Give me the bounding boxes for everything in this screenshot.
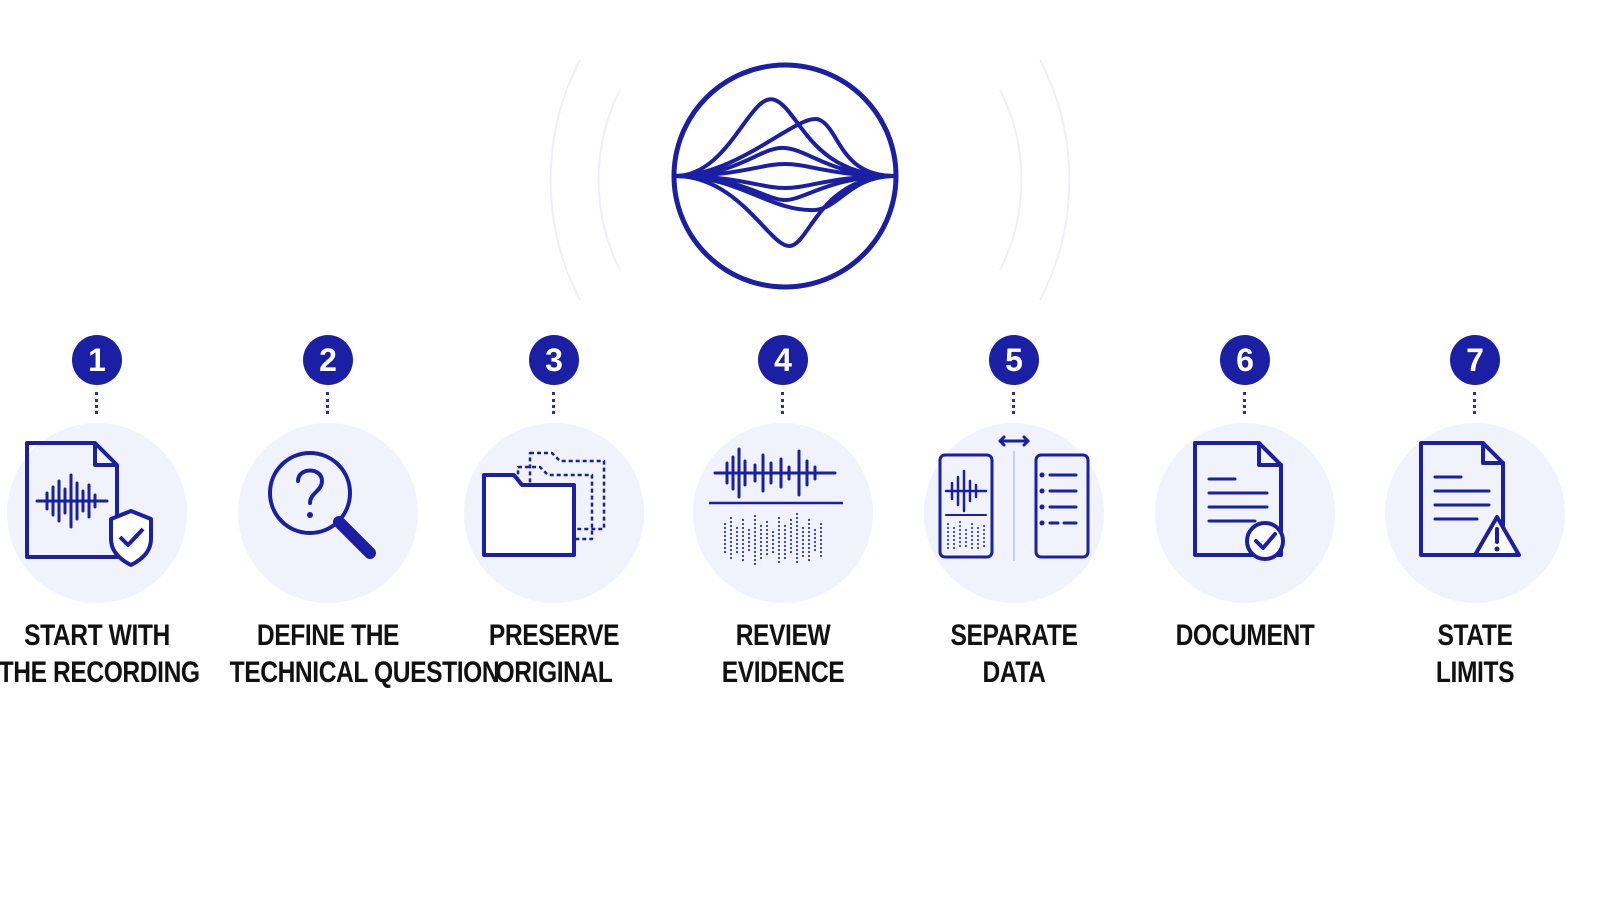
- step-number-badge: 4: [758, 335, 808, 385]
- step-number-badge: 1: [72, 335, 122, 385]
- step-label: DEFINE THE TECHNICAL QUESTION: [229, 617, 500, 691]
- step-4: 4: [663, 335, 903, 735]
- connector-dots: [95, 392, 101, 414]
- step-6: 6 DOCUMENT: [1125, 335, 1365, 735]
- step-label-line2: ORIGINAL: [495, 656, 613, 689]
- step-2: 2 DEFINE THE TECHNICAL QUESTION: [208, 335, 500, 735]
- connector-dots: [1243, 392, 1249, 414]
- step-label: DOCUMENT: [1147, 617, 1344, 654]
- step-5: 5: [894, 335, 1134, 735]
- split-panels-icon: [924, 423, 1104, 603]
- waveform-lens-icon: [549, 59, 1071, 301]
- step-label-line1: DOCUMENT: [1175, 619, 1315, 652]
- step-label-line1: SEPARATE: [950, 619, 1078, 652]
- step-number-badge: 6: [1220, 335, 1270, 385]
- icon-bubble: [1155, 423, 1335, 603]
- step-7: 7 STATE LIMITS: [1355, 335, 1595, 735]
- icon-bubble: [693, 423, 873, 603]
- step-label-line1: START WITH: [24, 619, 170, 652]
- step-1: 1 START WITH: [0, 335, 217, 735]
- step-label-line2: TECHNICAL QUESTION: [229, 656, 500, 689]
- document-check-icon: [1155, 423, 1335, 603]
- folder-copy-icon: [464, 423, 644, 603]
- connector-dots: [552, 392, 558, 414]
- step-number-badge: 5: [989, 335, 1039, 385]
- step-label-line2: LIMITS: [1435, 656, 1515, 689]
- connector-dots: [1473, 392, 1479, 414]
- step-3: 3 PRESERVE ORIGINAL: [434, 335, 674, 735]
- step-number-badge: 7: [1450, 335, 1500, 385]
- connector-dots: [1012, 392, 1018, 414]
- step-label-line2: THE RECORDING: [0, 656, 200, 689]
- magnifier-question-icon: [238, 423, 418, 603]
- step-number-badge: 2: [303, 335, 353, 385]
- step-label: PRESERVE ORIGINAL: [456, 617, 653, 691]
- step-label: START WITH THE RECORDING: [0, 617, 200, 691]
- logo: [520, 0, 1100, 370]
- step-label: STATE LIMITS: [1377, 617, 1574, 691]
- audio-file-shield-icon: [7, 423, 187, 603]
- step-label-line1: STATE: [1437, 619, 1513, 652]
- step-label-line1: DEFINE THE: [256, 619, 400, 652]
- waveform-spectrogram-icon: [693, 423, 873, 603]
- icon-bubble: [238, 423, 418, 603]
- connector-dots: [326, 392, 332, 414]
- step-label-line1: REVIEW: [735, 619, 831, 652]
- step-label: REVIEW EVIDENCE: [685, 617, 882, 691]
- step-label-line2: EVIDENCE: [721, 656, 845, 689]
- step-label-line2: DATA: [982, 656, 1046, 689]
- connector-dots: [781, 392, 787, 414]
- icon-bubble: [1385, 423, 1565, 603]
- document-warning-icon: [1385, 423, 1565, 603]
- step-label: SEPARATE DATA: [916, 617, 1113, 691]
- step-number-badge: 3: [529, 335, 579, 385]
- step-label-line1: PRESERVE: [488, 619, 620, 652]
